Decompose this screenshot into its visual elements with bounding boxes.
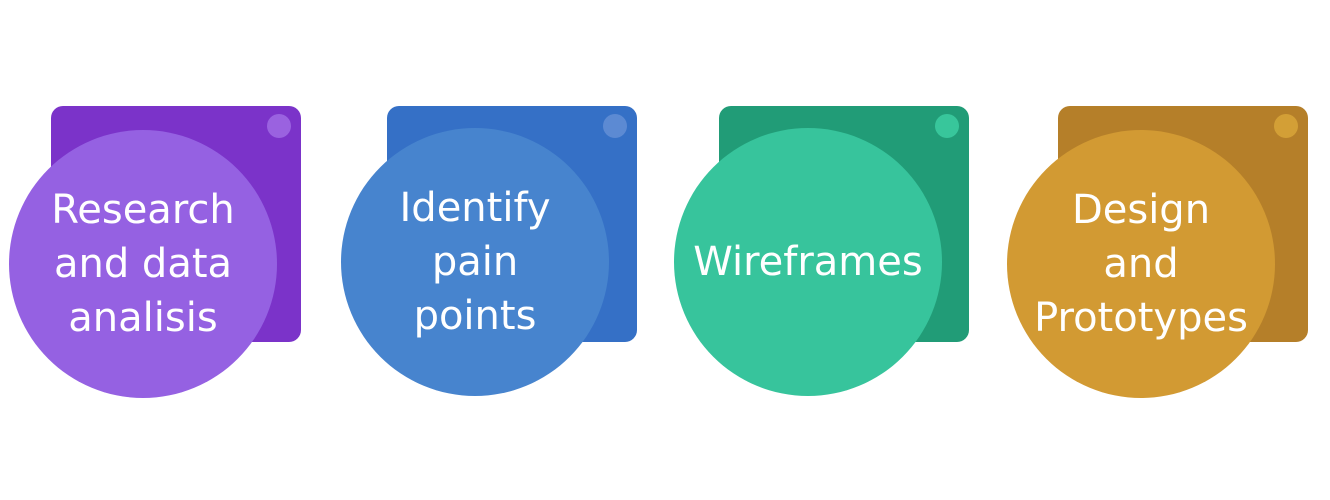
step-label: Design and Prototypes — [1034, 187, 1248, 341]
step-label: Research and data analisis — [51, 187, 235, 341]
step-label: Identify pain points — [399, 185, 551, 339]
step-circle: Identify pain points — [341, 128, 609, 396]
step-circle: Research and data analisis — [9, 130, 277, 398]
indicator-dot — [267, 114, 291, 138]
step-circle: Design and Prototypes — [1007, 130, 1275, 398]
step-label: Wireframes — [693, 239, 923, 285]
indicator-dot — [1274, 114, 1298, 138]
indicator-dot — [603, 114, 627, 138]
indicator-dot — [935, 114, 959, 138]
step-circle: Wireframes — [674, 128, 942, 396]
